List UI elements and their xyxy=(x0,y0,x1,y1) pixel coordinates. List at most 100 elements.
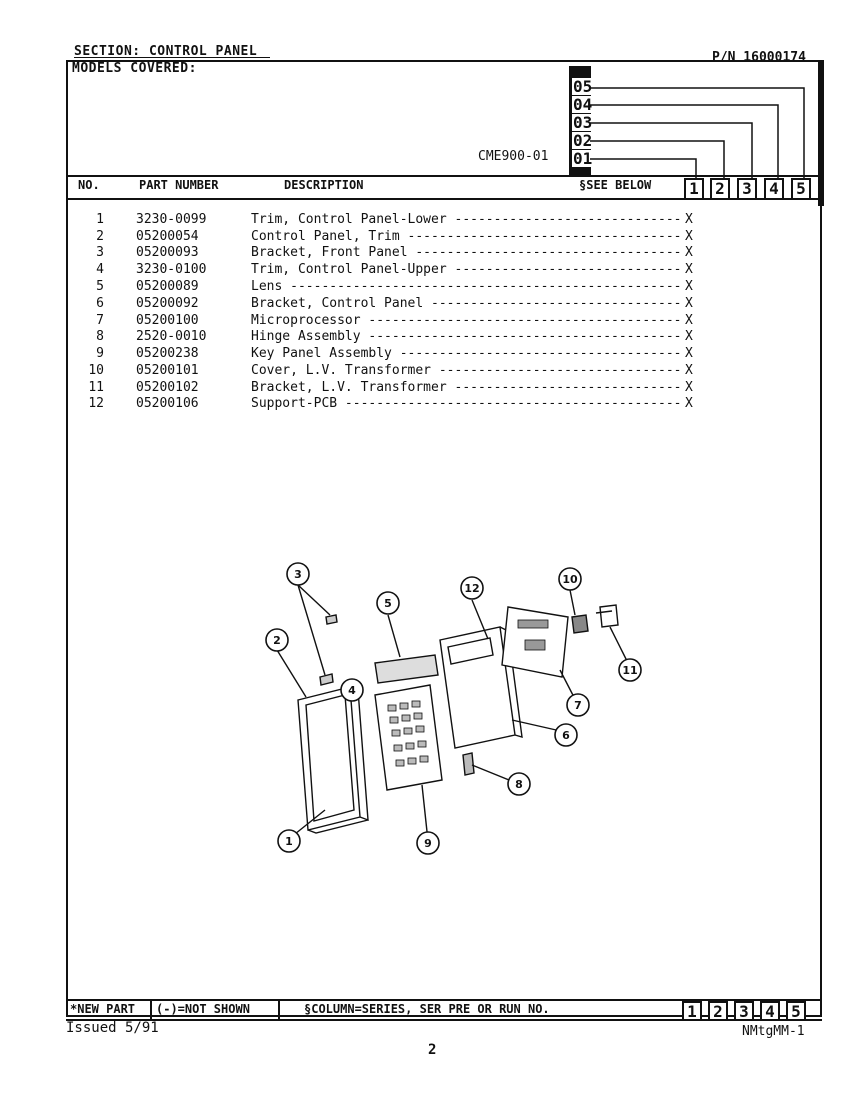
row-no: 7 xyxy=(96,313,104,328)
series-code-02: 02 xyxy=(572,131,594,150)
row-mark: X xyxy=(685,363,693,378)
row-mark: X xyxy=(685,380,693,395)
row-part-number: 05200093 xyxy=(136,245,199,260)
callout-5: 5 xyxy=(376,591,400,615)
row-description: Bracket, Control Panel -----------------… xyxy=(251,296,683,311)
model-name: CME900-01 xyxy=(478,149,549,164)
row-description: Trim, Control Panel-Lower --------------… xyxy=(251,212,683,227)
row-mark: X xyxy=(685,212,693,227)
models-covered-label: MODELS COVERED: xyxy=(72,61,197,76)
row-no: 10 xyxy=(88,363,104,378)
svg-text:4: 4 xyxy=(348,684,356,697)
table-header-top-line xyxy=(66,175,822,177)
row-mark: X xyxy=(685,396,693,411)
row-no: 2 xyxy=(96,229,104,244)
footer-col-box-2: 2 xyxy=(708,1001,728,1021)
series-code-05: 05 xyxy=(572,77,594,96)
callout-7: 7 xyxy=(566,693,590,717)
svg-text:10: 10 xyxy=(562,573,578,586)
row-mark: X xyxy=(685,296,693,311)
table-row: 2 05200054 Control Panel, Trim -----------… xyxy=(0,229,848,245)
row-description: Bracket, Front Panel -------------------… xyxy=(251,245,683,260)
row-mark: X xyxy=(685,313,693,328)
footer-legend-bar xyxy=(66,999,822,1021)
row-description: Hinge Assembly -------------------------… xyxy=(251,329,683,344)
row-mark: X xyxy=(685,262,693,277)
row-description: Key Panel Assembly ---------------------… xyxy=(251,346,683,361)
callout-12: 12 xyxy=(460,576,484,600)
col-box-1: 1 xyxy=(684,178,704,200)
row-description: Bracket, L.V. Transformer --------------… xyxy=(251,380,683,395)
col-header-description: DESCRIPTION xyxy=(284,178,364,192)
row-mark: X xyxy=(685,229,693,244)
col-header-part-number: PART NUMBER xyxy=(139,178,219,192)
series-code-03: 03 xyxy=(572,113,594,132)
page-number: 2 xyxy=(428,1042,437,1058)
table-row: 9 05200238 Key Panel Assembly ------------… xyxy=(0,346,848,362)
svg-text:7: 7 xyxy=(574,699,582,712)
row-part-number: 05200100 xyxy=(136,313,199,328)
series-code-01: 01 xyxy=(572,149,594,168)
row-description: Trim, Control Panel-Upper --------------… xyxy=(251,262,683,277)
svg-text:9: 9 xyxy=(424,837,432,850)
document-code: NMtgMM-1 xyxy=(742,1024,805,1039)
row-description: Microprocessor -------------------------… xyxy=(251,313,683,328)
footer-col-box-3: 3 xyxy=(734,1001,754,1021)
table-header-bottom-line xyxy=(66,198,822,200)
callout-10: 10 xyxy=(558,567,582,591)
row-mark: X xyxy=(685,346,693,361)
callout-11: 11 xyxy=(618,658,642,682)
col-box-4: 4 xyxy=(764,178,784,200)
row-no: 11 xyxy=(88,380,104,395)
table-row: 3 05200093 Bracket, Front Panel ----------… xyxy=(0,245,848,261)
callout-2: 2 xyxy=(265,628,289,652)
footer-new-part: *NEW PART xyxy=(70,1002,136,1016)
callout-6: 6 xyxy=(554,723,578,747)
svg-text:8: 8 xyxy=(515,778,523,791)
col-box-3: 3 xyxy=(737,178,757,200)
row-part-number: 05200102 xyxy=(136,380,199,395)
row-no: 1 xyxy=(96,212,104,227)
row-part-number: 2520-0010 xyxy=(136,329,207,344)
row-mark: X xyxy=(685,329,693,344)
row-description: Control Panel, Trim --------------------… xyxy=(251,229,683,244)
svg-text:6: 6 xyxy=(562,729,570,742)
svg-text:11: 11 xyxy=(622,664,637,677)
row-no: 3 xyxy=(96,245,104,260)
callout-3: 3 xyxy=(286,562,310,586)
svg-text:12: 12 xyxy=(464,582,479,595)
callout-1: 1 xyxy=(277,829,301,853)
row-part-number: 05200238 xyxy=(136,346,199,361)
col-box-5: 5 xyxy=(791,178,811,200)
series-code-04: 04 xyxy=(572,95,594,114)
exploded-parts-diagram: 3 2 5 4 12 10 11 7 6 8 1 9 xyxy=(265,562,642,855)
row-no: 12 xyxy=(88,396,104,411)
row-part-number: 05200092 xyxy=(136,296,199,311)
row-no: 9 xyxy=(96,346,104,361)
right-edge-bar xyxy=(818,60,824,206)
section-underline xyxy=(74,57,270,58)
series-leader-lines xyxy=(590,87,805,180)
row-description: Support-PCB ----------------------------… xyxy=(251,396,683,411)
callout-9: 9 xyxy=(416,831,440,855)
footer-col-box-1: 1 xyxy=(682,1001,702,1021)
callout-4: 4 xyxy=(340,678,364,702)
row-mark: X xyxy=(685,279,693,294)
table-row: 11 05200102 Bracket, L.V. Transformer ----… xyxy=(0,380,848,396)
col-header-no: NO. xyxy=(78,178,100,192)
row-part-number: 3230-0100 xyxy=(136,262,207,277)
row-part-number: 05200054 xyxy=(136,229,199,244)
footer-divider xyxy=(278,999,280,1021)
page-frame xyxy=(66,60,822,1017)
row-part-number: 05200089 xyxy=(136,279,199,294)
row-mark: X xyxy=(685,245,693,260)
row-description: Lens -----------------------------------… xyxy=(251,279,683,294)
footer-divider xyxy=(150,999,152,1021)
